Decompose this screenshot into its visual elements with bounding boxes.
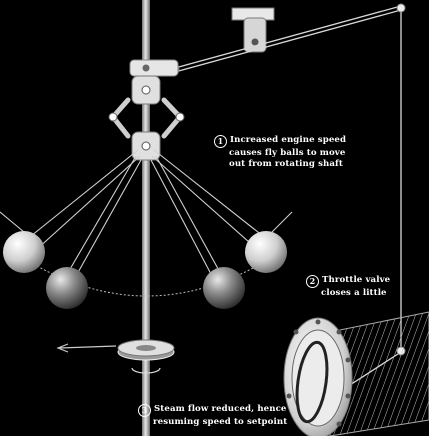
annotation-1-number: 1: [214, 135, 227, 148]
throttle-valve: [283, 311, 429, 436]
upper-collar: [129, 59, 179, 77]
flyball-arms: [0, 149, 293, 277]
annotation-1-line-1: Increased engine speed: [230, 135, 347, 145]
left-flyball: [46, 267, 88, 309]
annotation-1-line-3: out from rotating shaft: [229, 159, 343, 169]
left-flyball-extended: [3, 231, 45, 273]
right-flyball-extended: [245, 231, 287, 273]
rotating-shaft: [142, 0, 150, 436]
pulley-drive-arrow: [56, 343, 117, 353]
annotation-3-line-2: resuming speed to setpoint: [153, 417, 288, 427]
left-link-pin: [108, 112, 118, 122]
annotation-3-number: 3: [138, 404, 151, 417]
annotation-2-line-2: closes a little: [321, 288, 387, 298]
annotation-1-line-2: causes fly balls to move: [229, 148, 346, 158]
annotation-2-number: 2: [306, 275, 319, 288]
upper-hub: [131, 75, 161, 105]
right-link-pin: [175, 112, 185, 122]
right-flyball: [203, 267, 245, 309]
butterfly-disc: [295, 340, 329, 424]
lower-sleeve: [131, 131, 161, 161]
pivot-bracket: [231, 7, 275, 53]
drive-pulley: [117, 339, 175, 361]
lever-linkage: [174, 5, 402, 386]
lever-end-joint: [396, 3, 406, 13]
annotation-2-line-1: Throttle valve: [322, 275, 391, 285]
rotation-arrow: [131, 367, 161, 374]
annotation-3-line-1: Steam flow reduced, hence: [154, 404, 287, 414]
